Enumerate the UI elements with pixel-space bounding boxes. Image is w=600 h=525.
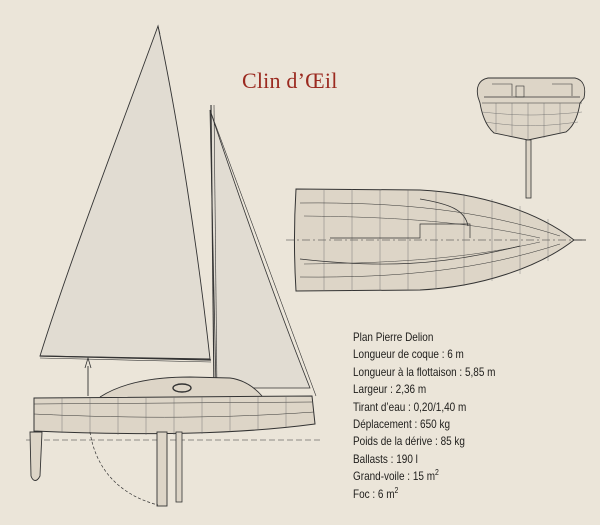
half-breadth-plan-top-view xyxy=(286,188,586,292)
specifications-list: Plan Pierre Delion Longueur de coque : 6… xyxy=(353,329,495,503)
section-outline xyxy=(476,77,586,141)
cabin-outline xyxy=(330,223,471,239)
spec-mainsail-area: Grand-voile : 15 m2 xyxy=(353,468,439,484)
jib xyxy=(209,109,311,389)
boom xyxy=(39,355,212,361)
rudder xyxy=(29,431,43,481)
spec-beam: Largeur : 2,36 m xyxy=(353,383,427,397)
spec-draft: Tirant d’eau : 0,20/1,40 m xyxy=(353,400,467,414)
forestay xyxy=(209,109,317,397)
hull-station-lines xyxy=(61,397,287,435)
cabin-top xyxy=(99,376,263,398)
spec-jib-area: Foc : 6 m2 xyxy=(353,485,399,501)
hull-side xyxy=(33,395,316,435)
spec-waterline-length: Longueur à la flottaison : 5,85 m xyxy=(353,365,496,379)
centerboard-swing-arc xyxy=(89,431,159,506)
mainsail xyxy=(39,24,211,360)
mast xyxy=(210,104,215,393)
plan-station-lines xyxy=(323,189,549,291)
body-plan-section-view xyxy=(476,77,586,199)
spec-centerboard-weight: Poids de la dérive : 85 kg xyxy=(353,435,465,449)
spec-ballast: Ballasts : 190 l xyxy=(353,452,418,466)
boat-name-title: Clin d’Œil xyxy=(242,68,338,93)
spec-designer: Plan Pierre Delion xyxy=(353,331,434,344)
spec-displacement: Déplacement : 650 kg xyxy=(353,418,451,432)
centerboard xyxy=(156,431,168,507)
sail-plan-side-view xyxy=(26,24,322,507)
section-centerboard xyxy=(525,139,532,199)
spec-hull-length: Longueur de coque : 6 m xyxy=(353,348,464,362)
porthole xyxy=(172,383,192,393)
